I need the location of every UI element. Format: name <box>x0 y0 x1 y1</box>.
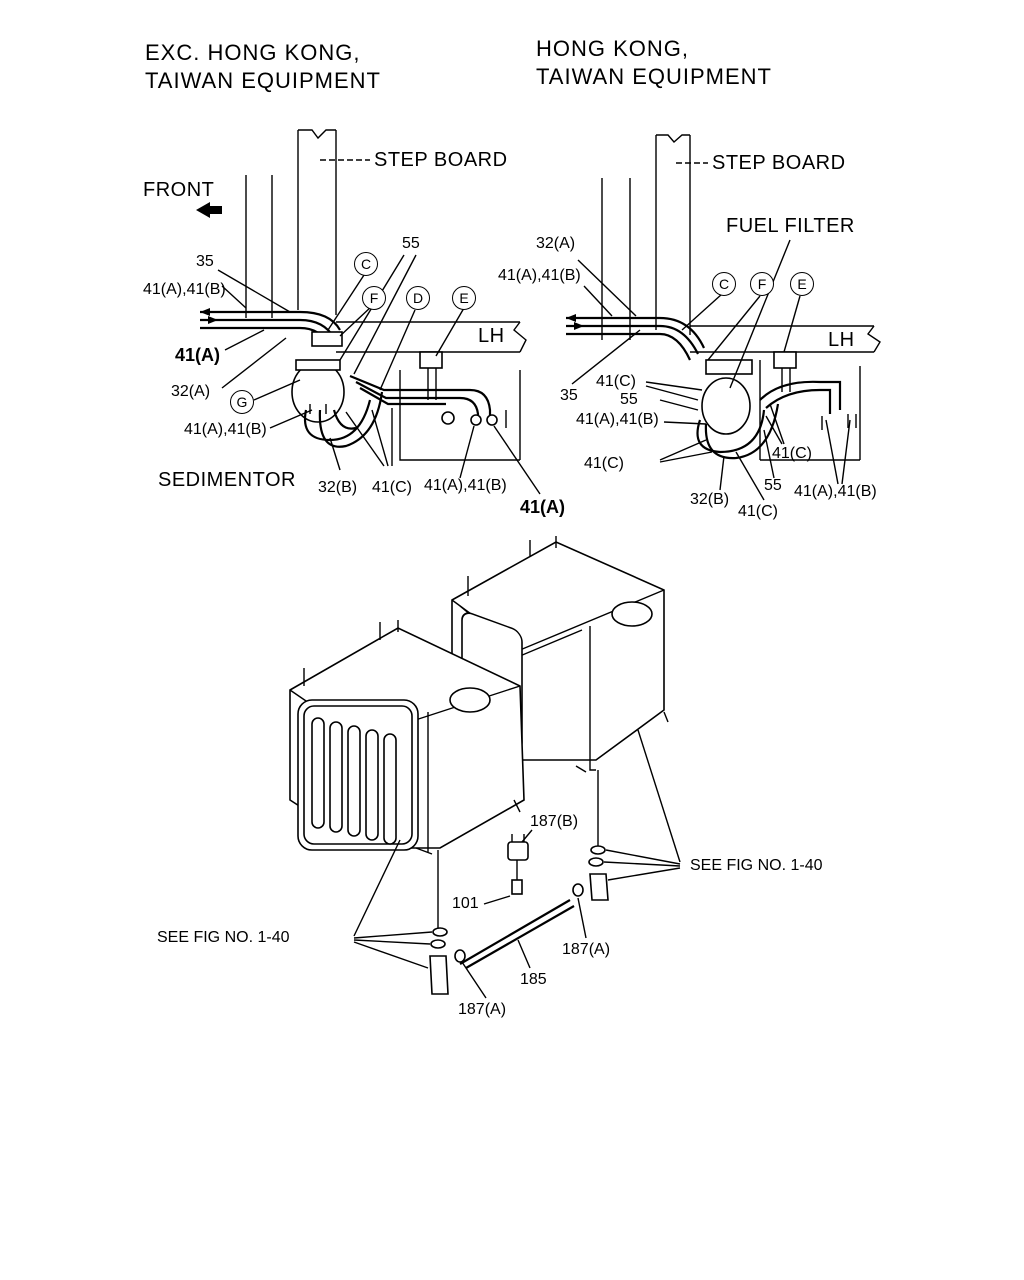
left-label-41a: 41(A) <box>175 345 221 365</box>
label-187a-right: 187(A) <box>562 941 611 958</box>
right-view-drawing <box>566 134 881 501</box>
left-step-board-label: STEP BOARD <box>374 149 508 171</box>
left-header-line1: EXC. HONG KONG, <box>145 40 361 65</box>
callout-d-left: D <box>406 286 430 310</box>
callout-e-left: E <box>452 286 476 310</box>
right-label-55-2: 55 <box>764 477 782 494</box>
left-label-41ab-sedimentor: 41(A),41(B) <box>184 421 267 438</box>
see-fig-left-label: SEE FIG NO. 1-40 <box>157 929 290 946</box>
left-label-32b: 32(B) <box>318 479 358 496</box>
left-header-line2: TAIWAN EQUIPMENT <box>145 68 381 93</box>
right-label-41c-3: 41(C) <box>772 445 813 462</box>
label-185: 185 <box>520 971 547 988</box>
sedimentor-label: SEDIMENTOR <box>158 469 296 491</box>
right-label-41ab-top: 41(A),41(B) <box>498 267 581 284</box>
right-step-board-label: STEP BOARD <box>712 152 846 174</box>
left-label-35: 35 <box>196 253 214 270</box>
fuel-filter-label: FUEL FILTER <box>726 215 855 237</box>
right-label-41ab-right: 41(A),41(B) <box>794 483 877 500</box>
right-label-41ab-mid: 41(A),41(B) <box>576 411 659 428</box>
callout-f-left: F <box>362 286 386 310</box>
callout-c-right: C <box>712 272 736 296</box>
callout-f-right: F <box>750 272 774 296</box>
right-label-41c-1: 41(C) <box>596 373 637 390</box>
right-label-35: 35 <box>560 387 578 404</box>
right-header-line2: TAIWAN EQUIPMENT <box>536 64 772 89</box>
left-label-32a: 32(A) <box>171 383 211 400</box>
right-label-41c-2: 41(C) <box>584 455 625 472</box>
label-187b: 187(B) <box>530 813 579 830</box>
see-fig-right-label: SEE FIG NO. 1-40 <box>690 857 823 874</box>
left-label-41a-bold: 41(A) <box>520 497 566 517</box>
left-lh-label: LH <box>478 325 505 347</box>
callout-g-left: G <box>230 390 254 414</box>
left-label-41ab-bottom: 41(A),41(B) <box>424 477 507 494</box>
right-label-41c-4: 41(C) <box>738 503 779 520</box>
hardware-drawing <box>353 729 681 999</box>
label-187a-bottom: 187(A) <box>458 1001 507 1018</box>
tank-front-drawing <box>289 620 525 855</box>
right-label-55-1: 55 <box>620 391 638 408</box>
left-label-41c: 41(C) <box>372 479 413 496</box>
left-label-41ab-top: 41(A),41(B) <box>143 281 226 298</box>
right-label-32a: 32(A) <box>536 235 576 252</box>
callout-e-right: E <box>790 272 814 296</box>
right-header-line1: HONG KONG, <box>536 36 690 61</box>
label-101: 101 <box>452 895 479 912</box>
callout-c-left: C <box>354 252 378 276</box>
right-lh-label: LH <box>828 329 855 351</box>
left-view-drawing <box>196 129 541 495</box>
front-label: FRONT <box>143 179 215 201</box>
left-label-55: 55 <box>402 235 420 252</box>
right-label-32b: 32(B) <box>690 491 730 508</box>
